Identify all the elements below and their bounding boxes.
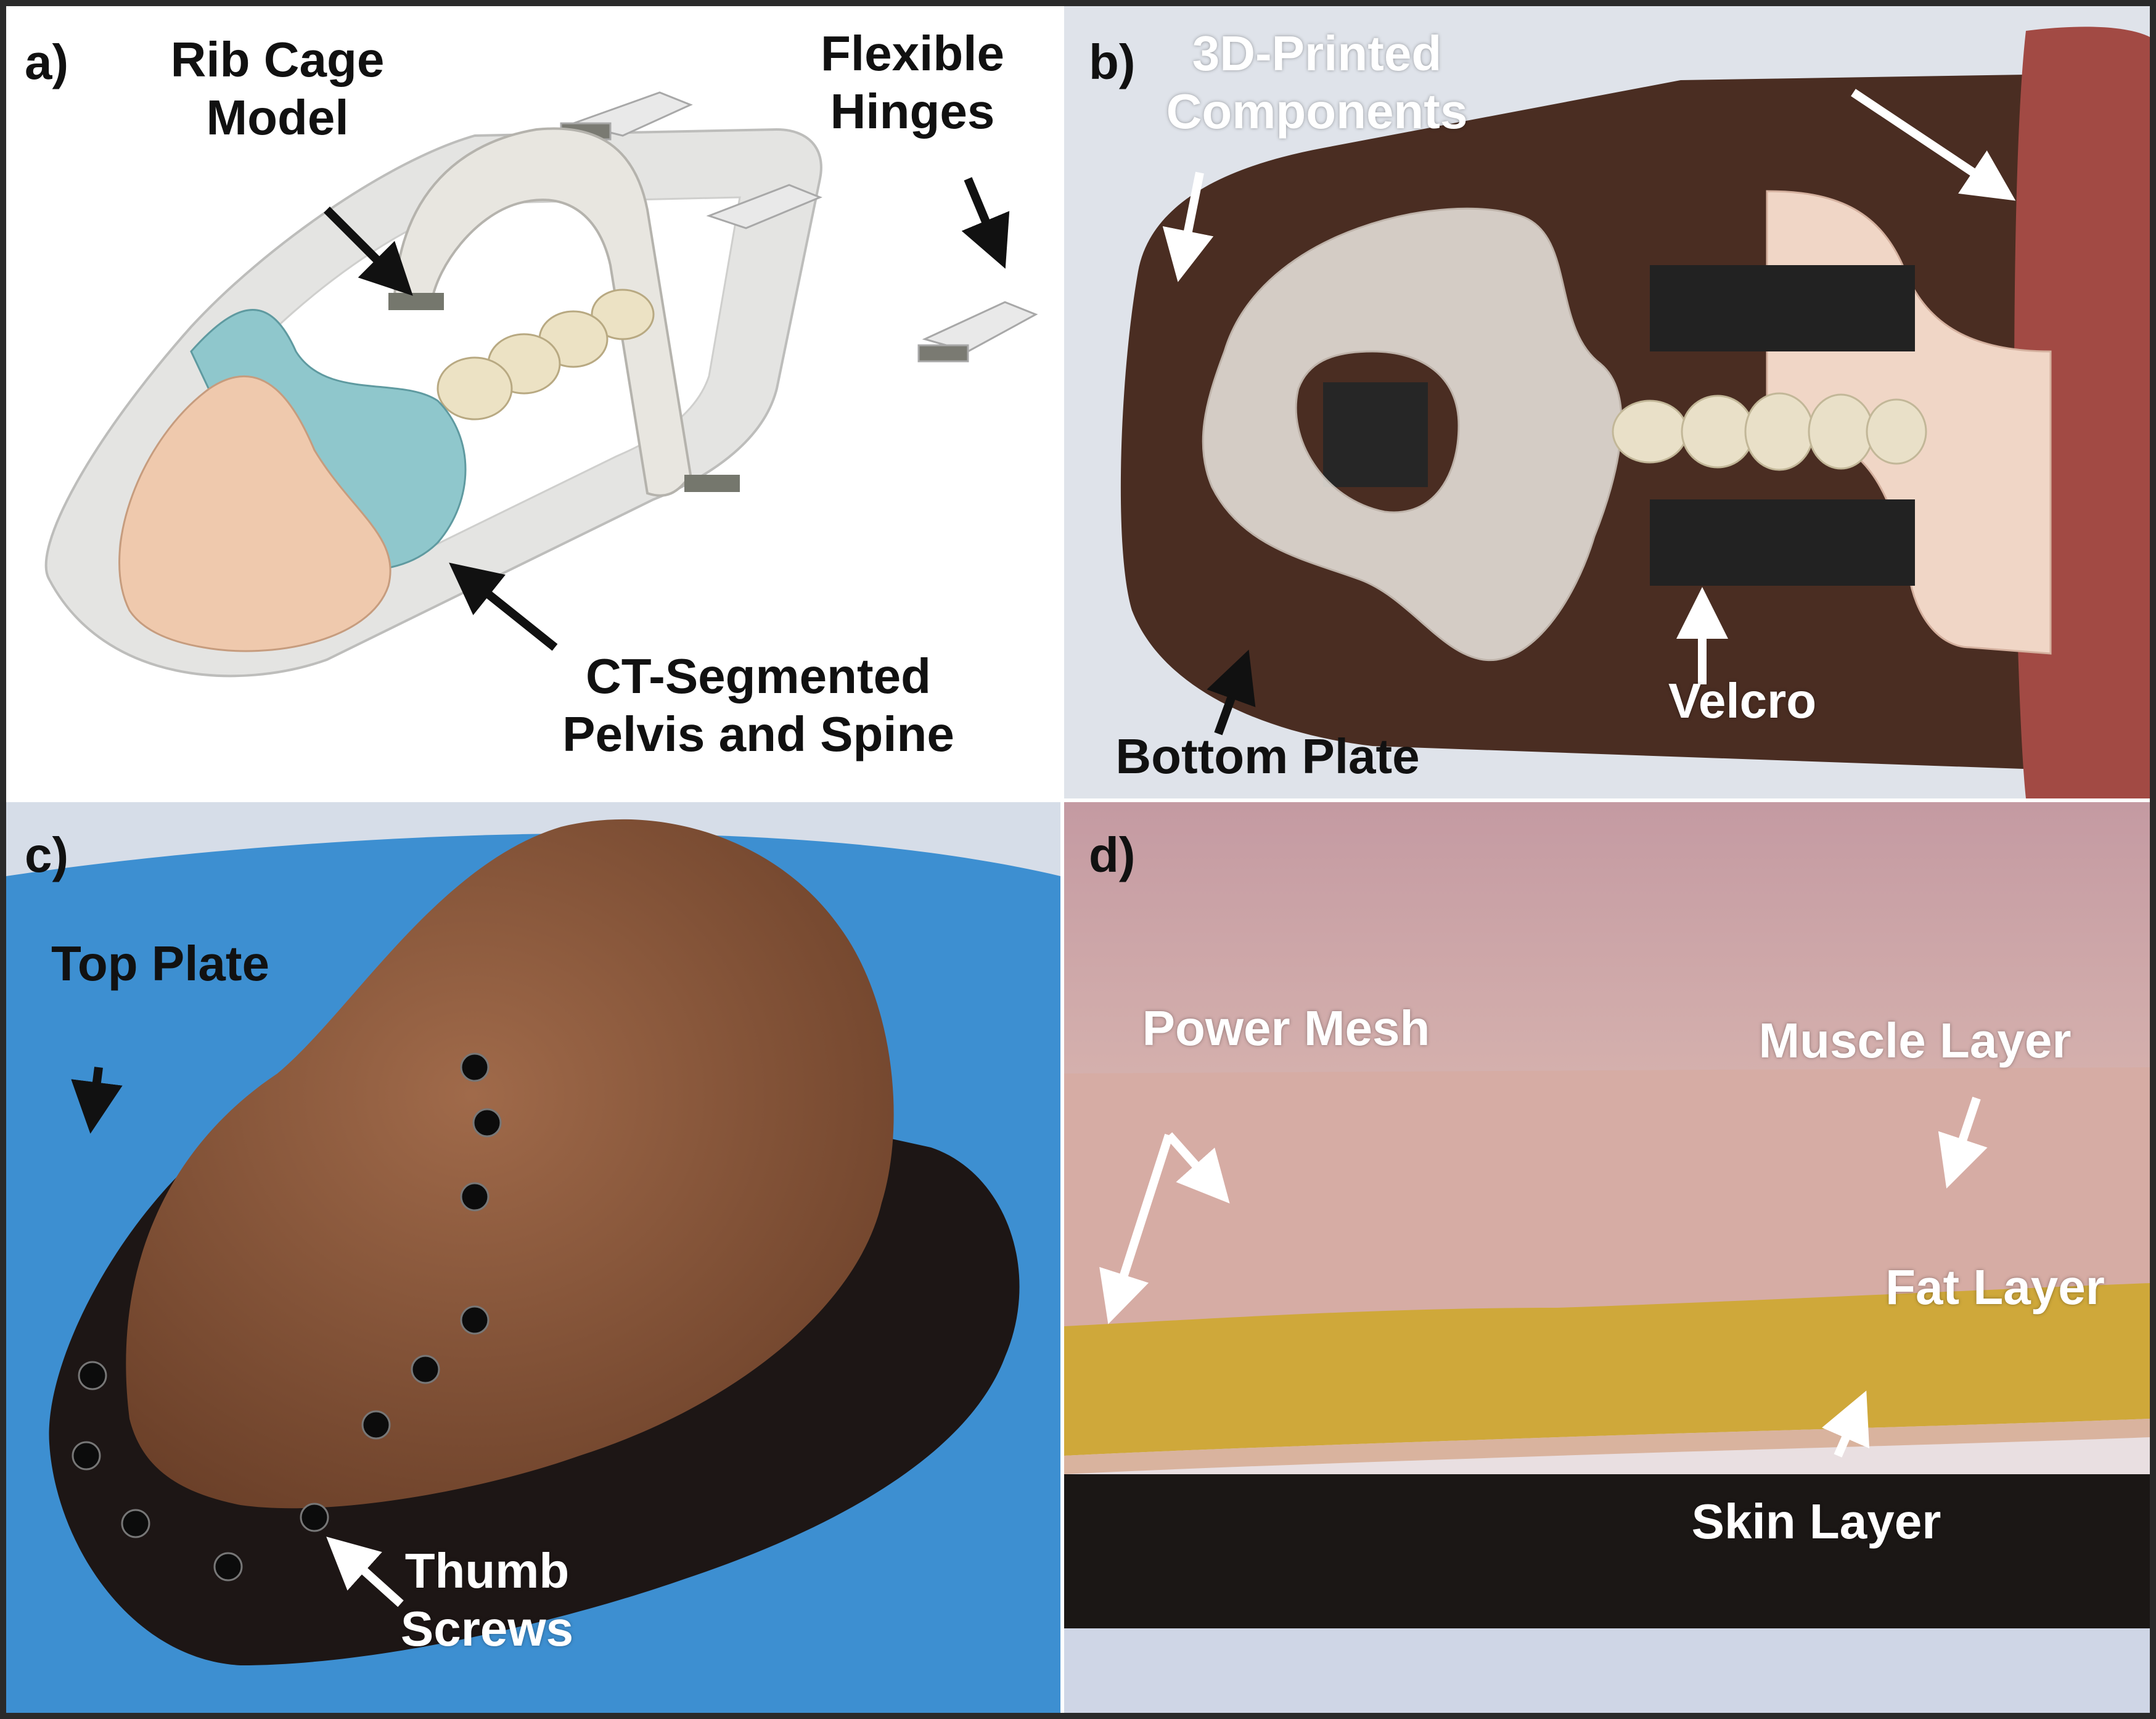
arrow-muscle-layer — [1938, 1096, 1988, 1189]
panel-b-letter: b) — [1089, 35, 1136, 89]
label-ct-line1: CT-Segmented — [585, 649, 932, 704]
printed-pelvis — [1202, 207, 1623, 662]
label-flexible-hinges: Flexible Hinges — [789, 25, 1036, 141]
label-top-plate: Top Plate — [51, 936, 270, 991]
label-printed-line2: Components — [1166, 84, 1468, 139]
label-hinges-line2: Hinges — [830, 84, 995, 139]
skin-layer — [1064, 1419, 2150, 1474]
printed-spine — [1612, 392, 1927, 471]
label-thumb-screws: Thumb Screws — [382, 1542, 592, 1659]
label-rib-cage-line1: Rib Cage — [170, 32, 385, 87]
label-skin-layer: Skin Layer — [1691, 1494, 1941, 1549]
label-thumb-line1: Thumb — [404, 1543, 570, 1598]
label-ct-line2: Pelvis and Spine — [562, 707, 954, 762]
arrow-3d-printed-rib — [1851, 89, 2016, 201]
fat-layer — [1064, 1283, 2150, 1456]
hinge-tabs — [560, 91, 1038, 363]
skin-dome — [126, 819, 894, 1509]
layer-cross-section-illustration — [1064, 802, 2150, 1713]
label-ct-segmented: CT-Segmented Pelvis and Spine — [524, 647, 993, 764]
label-fat-layer: Fat Layer — [1885, 1260, 2105, 1315]
arrow-bottom-plate — [1207, 649, 1256, 736]
panel-divider-vertical — [1060, 6, 1064, 1713]
velcro-strip-center — [1323, 382, 1428, 487]
cad-model-illustration — [44, 91, 1038, 678]
rib-cage-shell — [393, 127, 692, 497]
rib-cage-rail-left — [388, 293, 444, 310]
arrow-power-mesh-right — [1165, 1132, 1230, 1204]
velcro-strip-bottom — [1650, 499, 1915, 586]
arrow-thumb-screws — [326, 1536, 404, 1607]
rib-cage-rail-right — [684, 475, 740, 492]
arrow-top-plate — [71, 1067, 123, 1134]
top-plate-illustration — [6, 802, 1060, 1713]
label-bottom-plate: Bottom Plate — [1115, 729, 1420, 784]
spine-vertebrae — [437, 289, 655, 421]
arrow-3d-printed — [1162, 171, 1214, 282]
panel-d-letter: d) — [1089, 827, 1136, 882]
label-rib-cage-model: Rib Cage Model — [133, 31, 422, 147]
panel-d-layer-cross-section: d) Power Mesh Muscle Layer Fat Layer Ski… — [1064, 802, 2150, 1713]
label-power-mesh: Power Mesh — [1142, 1001, 1430, 1056]
pelvis-model — [118, 375, 391, 652]
arrow-power-mesh-left — [1099, 1133, 1173, 1324]
label-rib-cage-line2: Model — [206, 90, 349, 146]
panel-c-letter: c) — [25, 827, 69, 882]
label-hinges-line1: Flexible — [821, 26, 1004, 81]
muscle-layer — [1064, 1067, 2150, 1326]
label-printed-line1: 3D-Printed — [1192, 26, 1442, 81]
panel-b-bottom-plate-photo: b) 3D-Printed Components Bottom Plate Ve… — [1064, 6, 2150, 798]
velcro-strip-top — [1650, 265, 1915, 351]
arrow-rib-cage — [324, 207, 413, 296]
arrow-skin-layer — [1822, 1390, 1870, 1458]
label-velcro: Velcro — [1668, 673, 1817, 728]
label-muscle-layer: Muscle Layer — [1758, 1013, 2072, 1068]
panel-a-cad-render: a) Rib Cage Model Flexible Hinges CT-Seg… — [6, 6, 1060, 798]
label-thumb-line2: Screws — [400, 1601, 574, 1657]
panel-divider-horizontal — [6, 798, 2150, 802]
label-3d-printed-components: 3D-Printed Components — [1144, 25, 1490, 141]
thumb-screws — [72, 1052, 502, 1582]
panel-a-letter: a) — [25, 35, 69, 89]
dark-base — [1064, 1474, 2150, 1628]
panel-c-top-plate-photo: c) Top Plate Thumb Screws — [6, 802, 1060, 1713]
background-lower — [1064, 1628, 2150, 1713]
arrow-ct-segmented — [449, 562, 558, 651]
arrow-flexible-hinges — [961, 177, 1010, 269]
bottom-plate-illustration — [1120, 27, 2150, 798]
